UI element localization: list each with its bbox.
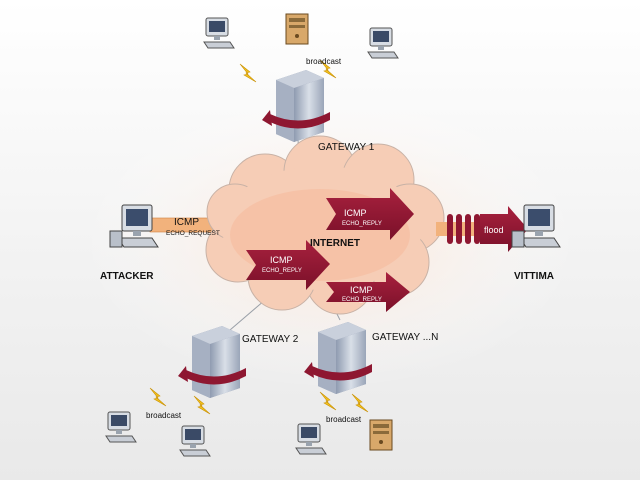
victim-label: VITTIMA [514, 271, 554, 282]
gateway-1-label: GATEWAY 1 [318, 142, 375, 153]
icmp-reply-arrow-1: ICMP ECHO_REPLY [326, 188, 414, 240]
svg-text:ICMP: ICMP [344, 208, 367, 218]
gateway-2-label: GATEWAY 2 [242, 334, 299, 345]
svg-text:ICMP: ICMP [350, 285, 373, 295]
icmp-reply-arrow-2: ICMP ECHO_REPLY [246, 240, 330, 290]
icmp-request-sublabel: ECHO_REQUEST [166, 230, 220, 237]
broadcast-right-label: broadcast [326, 415, 362, 424]
gateway-n-tower [369, 419, 393, 451]
icmp-request-label: ICMP [174, 217, 199, 228]
gateway-1-tower [285, 13, 309, 45]
svg-text:ECHO_REPLY: ECHO_REPLY [342, 297, 382, 303]
svg-text:ECHO_REPLY: ECHO_REPLY [342, 221, 382, 227]
svg-text:flood: flood [484, 225, 504, 235]
broadcast-left-label: broadcast [146, 411, 182, 420]
svg-text:ECHO_REPLY: ECHO_REPLY [262, 268, 302, 274]
svg-text:ICMP: ICMP [270, 255, 293, 265]
icmp-reply-arrow-3: ICMP ECHO_REPLY [326, 272, 410, 312]
broadcast-top-label: broadcast [306, 57, 342, 66]
internet-label: INTERNET [310, 238, 360, 249]
gateway-n-label: GATEWAY ...N [372, 332, 438, 343]
attacker-label: ATTACKER [100, 271, 154, 282]
flood-beam [436, 214, 490, 244]
